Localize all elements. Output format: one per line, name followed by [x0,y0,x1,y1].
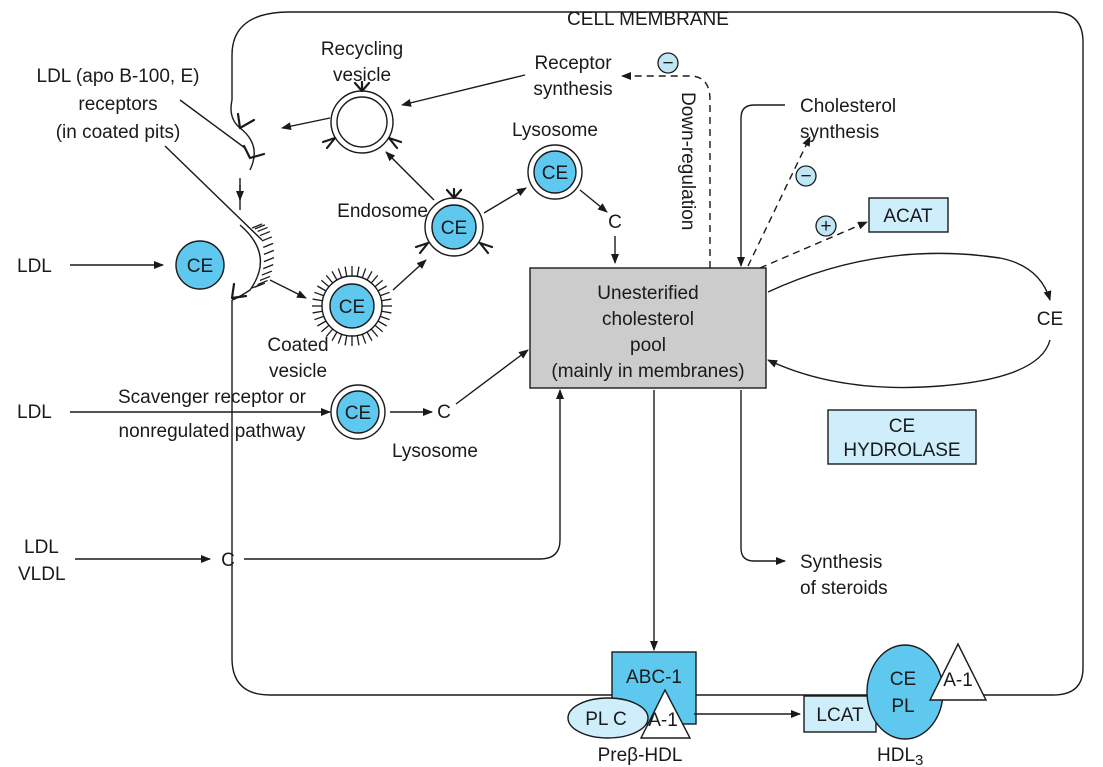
ldl-particle: CE [175,240,225,290]
svg-text:A-1: A-1 [943,670,973,691]
arrow-endosome-to-lysosome [483,187,527,214]
svg-text:CE: CE [187,256,213,277]
arrow-synthesis-to-pool [737,104,785,267]
dashed-activation-acat [759,221,868,269]
receptor-synthesis-label-1: Receptor [534,53,612,74]
scavenger-label-1: Scavenger receptor or [118,387,307,408]
svg-text:CE: CE [339,297,365,318]
cholesterol-synthesis-label-1: Cholesterol [800,96,896,117]
coated-vesicle: CE [312,266,392,346]
lysosome-top-label: Lysosome [512,120,598,141]
arrow-c-to-pool-2 [455,349,529,405]
arrow-pool-to-ce [767,252,1052,301]
down-regulation-label: Down-regulation [677,92,698,230]
activation-sign-acat: + [815,215,837,237]
svg-text:CE: CE [345,403,371,424]
arrow-pit-to-coated-vesicle [269,279,307,299]
svg-text:−: − [662,53,673,74]
svg-text:CE: CE [542,163,568,184]
receptor-pointer-1 [179,99,246,149]
coated-pit-membrane [230,99,262,301]
svg-text:cholesterol: cholesterol [602,309,694,330]
ldl-receptors-label-3: (in coated pits) [56,122,181,143]
lysosome-bottom-label: Lysosome [392,441,478,462]
hdl3-particle: CE PL A-1 [866,642,988,740]
svg-text:PL C: PL C [585,709,627,730]
c-top-label: C [608,212,622,233]
svg-text:LCAT: LCAT [816,705,864,726]
coated-pit-hatching [251,223,275,289]
vldl-label: VLDL [18,564,66,585]
steroids-label-1: Synthesis [800,552,882,573]
prebeta-hdl-label: Preβ-HDL [598,745,683,766]
lysosome-top: CE [527,144,583,200]
arrow-pool-to-steroids [740,390,786,565]
receptor-pointer-2 [164,145,263,241]
svg-text:+: + [820,216,831,237]
hdl3-label: HDL3 [877,745,923,767]
svg-text:ABC-1: ABC-1 [626,667,682,688]
ldl-label-1: LDL [17,256,52,277]
ldl-receptors-glyphs [230,112,266,300]
svg-text:A-1: A-1 [648,710,678,731]
ce-right-label: CE [1037,309,1063,330]
svg-text:pool: pool [630,335,666,356]
lcat-box: LCAT [803,695,877,733]
lysosome-bottom: CE [330,384,386,440]
svg-text:Unesterified: Unesterified [597,283,698,304]
coated-vesicle-label-1: Coated [267,335,328,356]
unesterified-cholesterol-pool: Unesterified cholesterol pool (mainly in… [529,267,767,389]
c-middle-label: C [437,402,451,423]
recycling-vesicle-label-2: vesicle [333,65,391,86]
svg-text:PL: PL [891,696,914,717]
svg-text:ACAT: ACAT [883,206,933,227]
ldl-receptors-label-2: receptors [78,94,157,115]
endosome-label: Endosome [337,201,428,222]
arrow-coated-to-endosome [392,259,427,291]
c-bottom-label: C [221,550,235,571]
receptor-synthesis-label-2: synthesis [533,79,612,100]
down-regulation-dashed-arrow [621,72,711,268]
dashed-feedback-synthesis [747,136,811,267]
svg-text:−: − [800,166,811,187]
arrow-receptor-to-vesicle [401,74,526,107]
cholesterol-synthesis-label-2: synthesis [800,122,879,143]
acat-box: ACAT [868,197,949,233]
coated-vesicle-label-2: vesicle [269,361,327,382]
inhibition-sign-synthesis: − [795,165,817,187]
prebeta-hdl-particle: PL C A-1 [567,688,692,739]
steroids-label-2: of steroids [800,578,888,599]
ce-hydrolase-box: CE HYDROLASE [827,409,977,465]
ldl-label-3: LDL [24,537,59,558]
cell-membrane [231,11,1084,696]
arrow-endosome-to-recycling [385,151,435,201]
scavenger-label-2: nonregulated pathway [119,421,306,442]
recycling-vesicle-label-1: Recycling [321,39,403,60]
recycling-vesicle [321,80,403,154]
arrow-ce-to-pool [767,339,1051,389]
ldl-label-2: LDL [17,402,52,423]
svg-text:CE: CE [890,669,916,690]
svg-text:CE: CE [889,416,915,437]
arrow-lysosome-to-c [579,189,608,213]
inhibition-sign-receptor: − [657,52,679,74]
svg-text:HYDROLASE: HYDROLASE [843,440,960,461]
endosome: CE [414,187,494,257]
arrow-c-to-pool-3 [244,389,564,560]
membrane-label: CELL MEMBRANE [567,9,729,30]
arrow-vesicle-to-membrane [281,117,331,131]
svg-text:(mainly in membranes): (mainly in membranes) [551,361,744,382]
svg-text:CE: CE [441,218,467,239]
ldl-receptors-label-1: LDL (apo B-100, E) [37,66,200,87]
